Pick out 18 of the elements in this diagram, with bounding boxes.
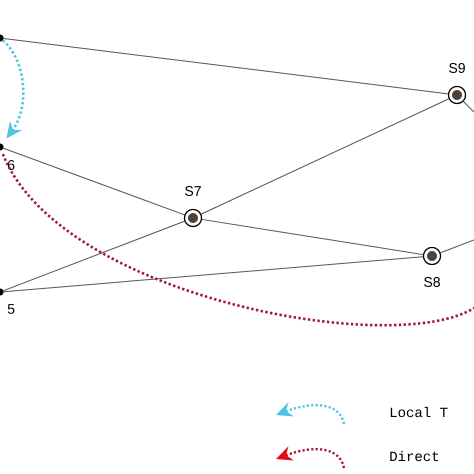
legend-label: Direct	[390, 450, 438, 462]
node-label: 5	[8, 304, 14, 314]
dotted-curve	[2, 154, 474, 326]
link-line	[462, 100, 474, 112]
station-symbol	[448, 86, 466, 104]
link-line	[3, 38, 448, 94]
node-label: S7	[185, 186, 201, 196]
node-label: S9	[449, 63, 465, 73]
link-line	[200, 98, 450, 215]
link-line	[2, 148, 185, 216]
link-line	[440, 240, 474, 254]
link-line	[202, 218, 424, 256]
link-line	[3, 256, 424, 292]
station-symbol	[184, 208, 202, 228]
legend-label: Local T	[390, 406, 448, 418]
link-line	[2, 220, 185, 292]
station-symbol	[422, 246, 442, 266]
node-label: S8	[424, 277, 440, 287]
